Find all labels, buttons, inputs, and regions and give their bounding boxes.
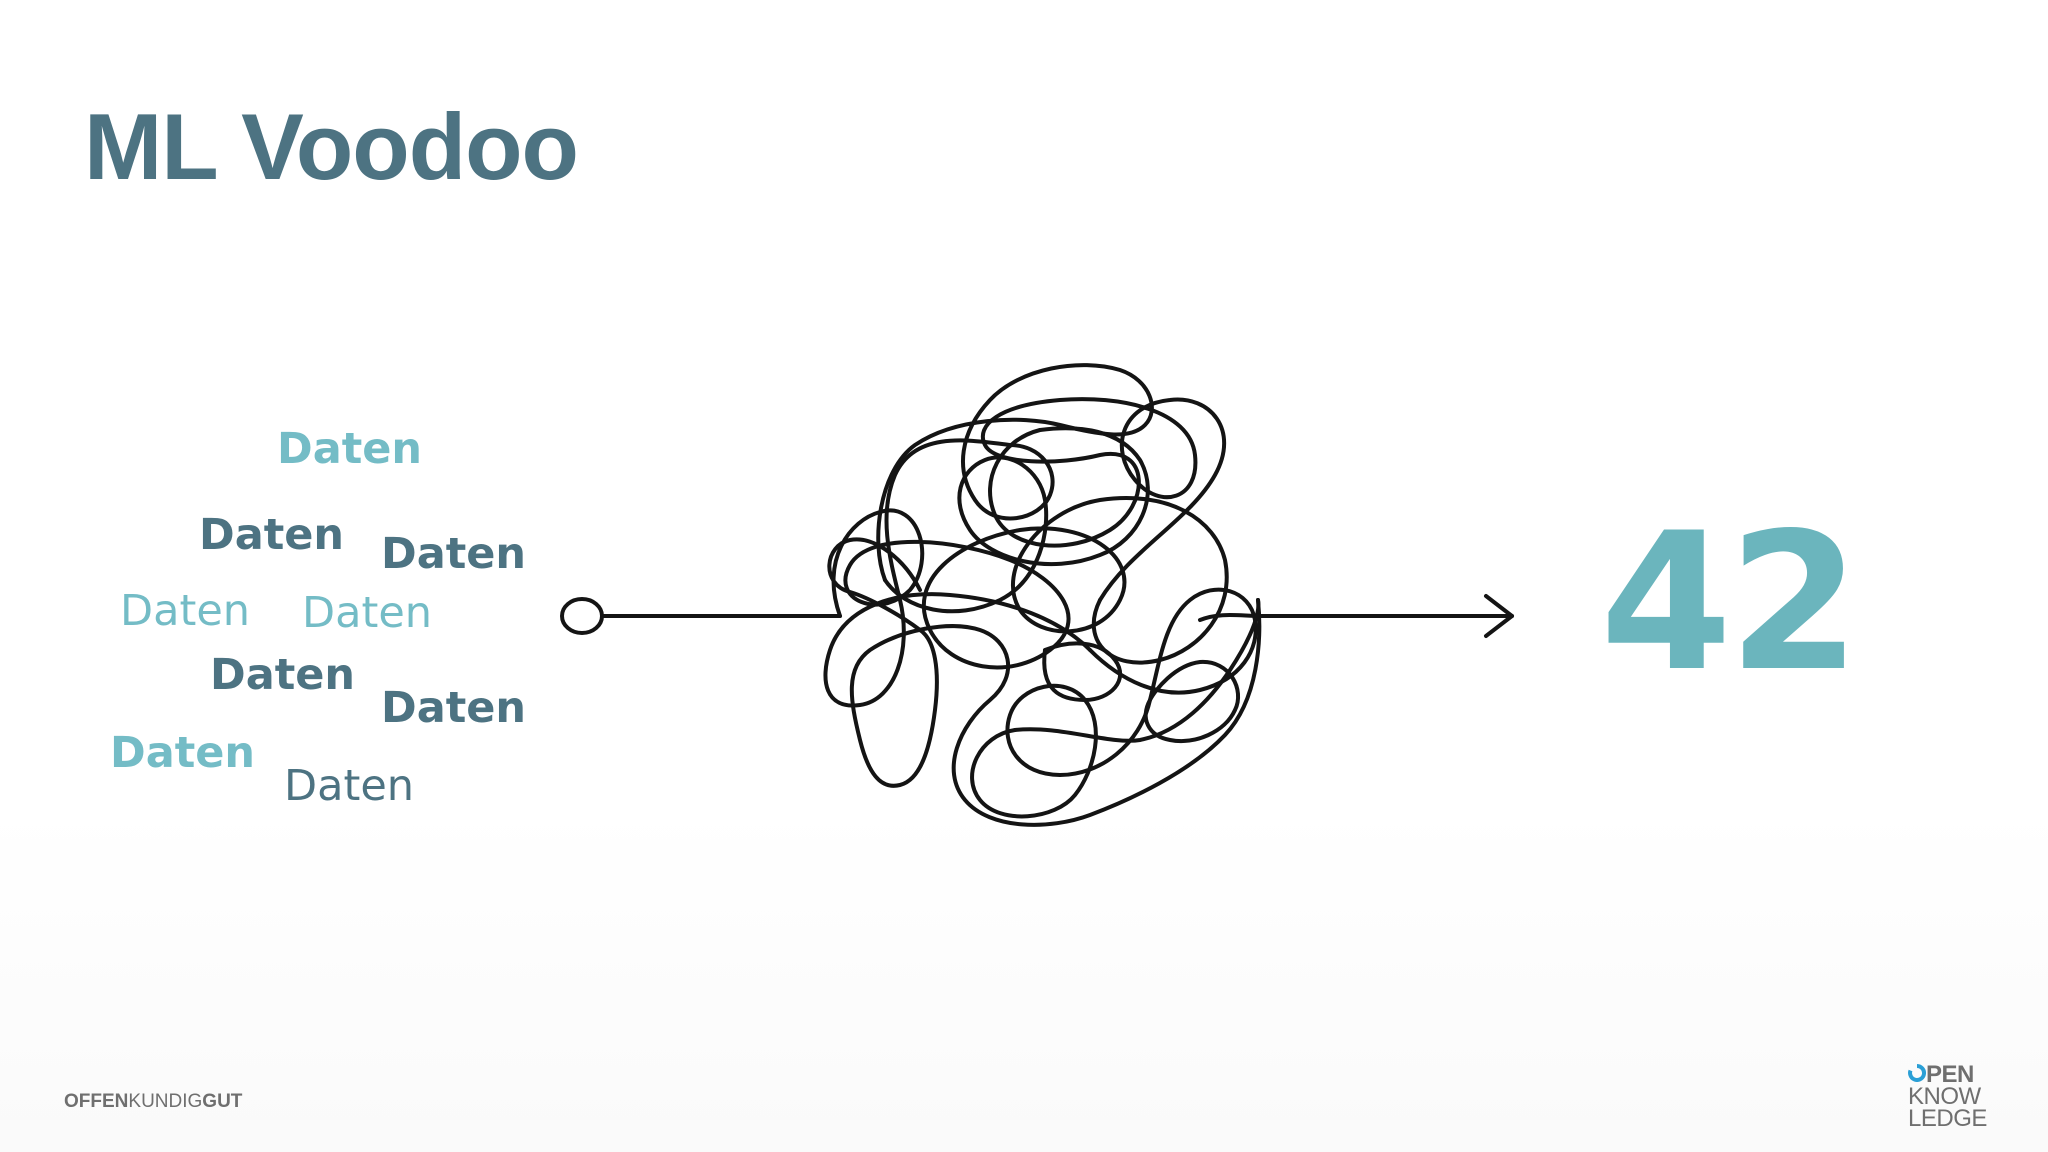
input-word: Daten bbox=[302, 588, 433, 638]
input-word: Daten bbox=[199, 510, 345, 560]
input-word: Daten bbox=[110, 728, 256, 778]
input-word: Daten bbox=[277, 424, 423, 474]
logo-line-3: LEDGE bbox=[1908, 1105, 1987, 1132]
input-word: Daten bbox=[284, 761, 415, 811]
footer-wordmark-part1: OFFEN bbox=[64, 1091, 129, 1112]
arrow-head-icon bbox=[1484, 594, 1514, 638]
footer-wordmark: OFFENKUNDIGGUT bbox=[64, 1092, 242, 1111]
open-knowledge-logo: PEN KNOW LEDGE bbox=[1908, 1061, 2008, 1136]
footer-wordmark-part3: GUT bbox=[202, 1091, 243, 1112]
logo-line-2: KNOW bbox=[1908, 1083, 1981, 1110]
start-circle-icon bbox=[560, 597, 604, 635]
logo-ring-icon bbox=[1908, 1064, 1926, 1082]
footer-wordmark-part2: KUNDIG bbox=[128, 1091, 203, 1112]
result-value: 42 bbox=[1600, 492, 1860, 713]
input-word: Daten bbox=[120, 586, 251, 636]
slide-title: ML Voodoo bbox=[84, 94, 579, 199]
input-word: Daten bbox=[381, 683, 527, 733]
input-word: Daten bbox=[210, 650, 356, 700]
tangle-scribble-icon bbox=[823, 363, 1264, 827]
input-word: Daten bbox=[381, 529, 527, 579]
logo-line-1-text: PEN bbox=[1926, 1061, 1974, 1088]
logo-line-1: PEN bbox=[1908, 1061, 2008, 1088]
